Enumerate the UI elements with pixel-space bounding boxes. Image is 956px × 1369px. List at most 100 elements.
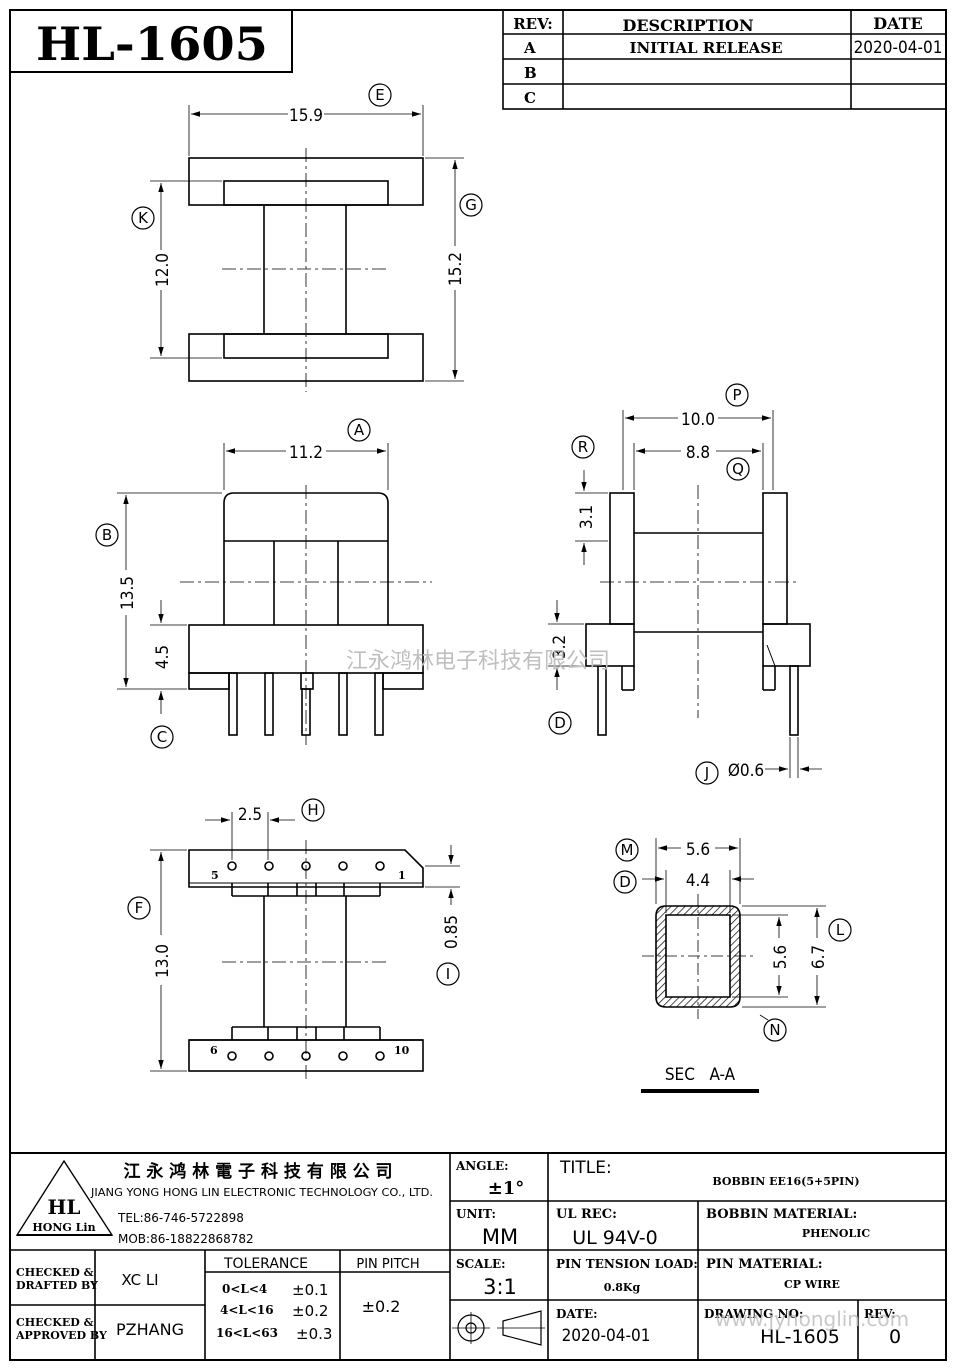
pin-tension-value: 0.8Kg [604,1281,641,1294]
balloon-m: M [621,841,634,859]
pin-material-value: CP WIRE [784,1278,840,1291]
revision-table [502,9,947,110]
tolerance-value-3: ±0.3 [296,1325,332,1343]
dim-side-outer: 10.0 [681,410,715,430]
balloon-d2: D [619,873,631,891]
balloon-b: B [102,526,112,544]
dim-front-base: 4.5 [153,645,173,669]
title-label: TITLE: [559,1158,612,1178]
sheet-border [9,9,947,1361]
drafted-by: XC LI [121,1271,158,1289]
dim-section-inner-h: 5.6 [771,945,791,969]
drawing-no-label: DRAWING NO: [704,1307,803,1321]
dim-bottom-pitch: 2.5 [238,805,262,825]
date-value: 2020-04-01 [562,1326,651,1346]
description-header: DESCRIPTION [622,16,753,35]
angle-value: ±1° [488,1178,525,1199]
rev-value: 0 [889,1326,901,1348]
rev-b: B [524,64,537,82]
company-logo: HONG Lin [32,1221,95,1234]
balloon-d: D [554,714,566,732]
rev-a-date: 2020-04-01 [854,38,943,58]
checked-approved-label-2: APPROVED BY [15,1329,107,1342]
title-block-grid [10,1152,946,1360]
balloon-l: L [836,921,845,939]
dim-side-pin: Ø0.6 [728,761,764,781]
balloon-k: K [138,209,149,227]
dim-top-width: 15.9 [289,106,323,126]
pin-tension-label: PIN TENSION LOAD: [556,1257,698,1271]
company-mob: MOB:86-18822868782 [118,1232,254,1246]
unit-value: MM [482,1225,518,1249]
dim-front-height: 13.5 [118,576,138,610]
rev-a-description: INITIAL RELEASE [629,39,782,57]
date-label: DATE: [556,1307,598,1321]
tolerance-value-2: ±0.2 [292,1302,328,1320]
balloon-p: P [732,386,741,404]
rev-a: A [523,39,536,57]
checked-approved-label-1: CHECKED & [16,1316,94,1329]
pin-pitch-value: ±0.2 [362,1297,401,1316]
ul-value: UL 94V-0 [572,1227,658,1249]
tolerance-value-1: ±0.1 [292,1281,328,1299]
company-tel: TEL:86-746-5722898 [117,1211,244,1225]
tolerance-label: TOLERANCE [223,1256,308,1272]
unit-label: UNIT: [456,1207,496,1221]
tolerance-range-1: 0<L<4 [222,1282,267,1296]
watermark-chinese: 江永鸿林电子科技有限公司 [346,649,610,674]
balloon-j: J [704,764,709,782]
part-number-box: HL-1605 [9,9,293,73]
pin-pitch-label: PIN PITCH [356,1257,419,1272]
title-value: BOBBIN EE16(5+5PIN) [712,1175,859,1188]
ul-label: UL REC: [556,1207,617,1222]
checked-drafted-label-1: CHECKED & [16,1266,94,1279]
dim-side-inner: 8.8 [686,443,710,463]
pin-label-5: 5 [211,869,219,882]
dim-bottom-offset: 0.85 [442,915,462,949]
balloon-h: H [307,801,318,819]
side-view [548,383,822,785]
drawing-no-value: HL-1605 [760,1326,840,1348]
dim-section-outer-w: 5.6 [686,840,710,860]
dim-side-flange: 3.1 [577,505,597,529]
dim-section-inner-w: 4.4 [686,871,710,891]
bobbin-material-label: BOBBIN MATERIAL: [706,1207,857,1222]
top-view [131,83,483,392]
company-logo-mark: HL [48,1195,81,1219]
date-header: DATE [873,14,923,33]
balloon-r: R [578,438,588,456]
dim-top-height-inner: 12.0 [153,253,173,287]
rev-c: C [524,89,536,107]
pin-label-10: 10 [394,1044,410,1057]
dim-side-base: 3.2 [550,635,570,659]
balloon-a: A [354,421,365,439]
balloon-f: F [135,899,144,917]
balloon-c: C [157,728,167,746]
bobbin-material-value: PHENOLIC [802,1227,871,1240]
company-name-cn: 江 永 鸿 林 電 子 科 技 有 限 公 司 [123,1161,392,1182]
company-name-en: JIANG YONG HONG LIN ELECTRONIC TECHNOLOG… [90,1186,433,1199]
bottom-view [127,798,460,1080]
tolerance-range-2: 4<L<16 [220,1303,274,1317]
section-label: SEC A-A [665,1065,736,1085]
scale-value: 3:1 [483,1275,517,1299]
rev-label: REV: [864,1307,896,1321]
scale-label: SCALE: [456,1257,506,1271]
balloon-e: E [375,86,384,104]
part-number: HL-1605 [36,17,268,71]
dim-front-width: 11.2 [289,443,323,463]
section-a-a [613,838,852,1093]
front-view [95,418,432,749]
dim-section-outer-h: 6.7 [809,945,829,969]
pin-label-6: 6 [210,1044,218,1057]
balloon-n: N [769,1021,780,1039]
dim-top-height-outer: 15.2 [446,252,466,286]
pin-material-label: PIN MATERIAL: [706,1257,823,1272]
watermark-url: www.jyhonglin.com [715,1307,909,1331]
balloon-i: I [446,965,450,983]
checked-drafted-label-2: DRAFTED BY [16,1279,98,1292]
dim-bottom-height: 13.0 [153,944,173,978]
angle-label: ANGLE: [455,1159,509,1173]
pin-label-1: 1 [398,869,406,882]
